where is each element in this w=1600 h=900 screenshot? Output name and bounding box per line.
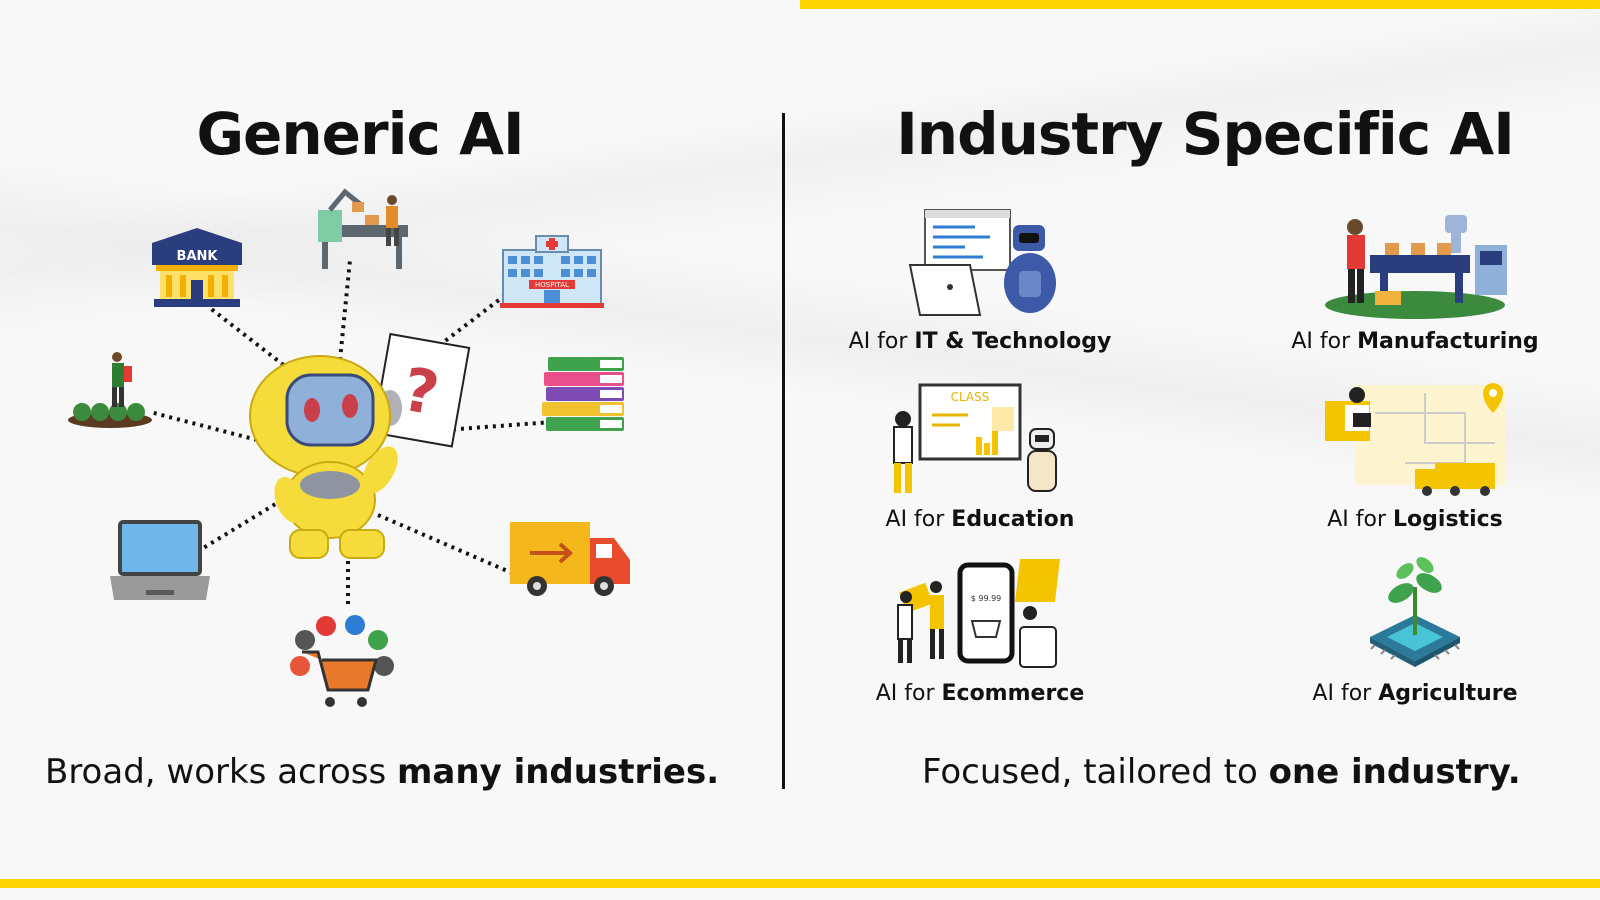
top-accent-bar [800, 0, 1600, 9]
online-shopping-icon: $ 99.99 [897, 559, 1060, 668]
industry-specific-ai-caption: Focused, tailored to one industry. [922, 752, 1521, 792]
industry-label-it: AI for IT & Technology [848, 329, 1112, 354]
bank-icon: BANK [152, 228, 242, 307]
industry-label-ecommerce: AI for Ecommerce [875, 681, 1085, 706]
svg-text:CLASS: CLASS [951, 390, 990, 404]
chip-plant-icon [1370, 557, 1460, 667]
laptop-icon [110, 520, 210, 600]
industry-card-logistics: AI for Logistics [1265, 383, 1565, 532]
industry-card-it: AI for IT & Technology [830, 205, 1130, 354]
farmer-icon [68, 352, 152, 428]
laptop-robot-icon [908, 209, 1056, 316]
generic-ai-caption: Broad, works across many industries. [45, 752, 720, 792]
shopping-cart-icon [290, 615, 394, 707]
svg-text:HOSPITAL: HOSPITAL [535, 281, 569, 289]
classroom-icon: CLASS [893, 383, 1057, 493]
delivery-truck-icon [510, 522, 630, 596]
generic-ai-diagram: BANK HOSPITAL [68, 188, 630, 707]
industry-label-logistics: AI for Logistics [1327, 507, 1503, 532]
books-icon [542, 357, 624, 431]
generic-ai-title: Generic AI [196, 100, 524, 168]
svg-text:BANK: BANK [177, 249, 219, 264]
factory-worker-icon [318, 188, 408, 269]
industry-label-education: AI for Education [885, 507, 1075, 532]
industry-card-ecommerce: $ 99.99 AI for Ecommerce [830, 557, 1130, 706]
industry-card-manufacturing: AI for Manufacturing [1265, 205, 1565, 354]
bottom-accent-bar [0, 879, 1600, 888]
industry-label-agriculture: AI for Agriculture [1312, 681, 1518, 706]
industry-specific-ai-title: Industry Specific AI [896, 100, 1515, 168]
svg-text:$ 99.99: $ 99.99 [971, 594, 1002, 603]
industry-card-agriculture: AI for Agriculture [1265, 557, 1565, 706]
industry-card-education: CLASS AI for Education [830, 383, 1130, 532]
robot-mascot-icon: ? [249, 332, 471, 559]
logistics-map-icon [1325, 383, 1505, 496]
hospital-icon: HOSPITAL [500, 235, 604, 308]
factory-robot-icon [1325, 215, 1507, 319]
center-divider [782, 113, 785, 789]
industry-label-manufacturing: AI for Manufacturing [1291, 329, 1539, 354]
